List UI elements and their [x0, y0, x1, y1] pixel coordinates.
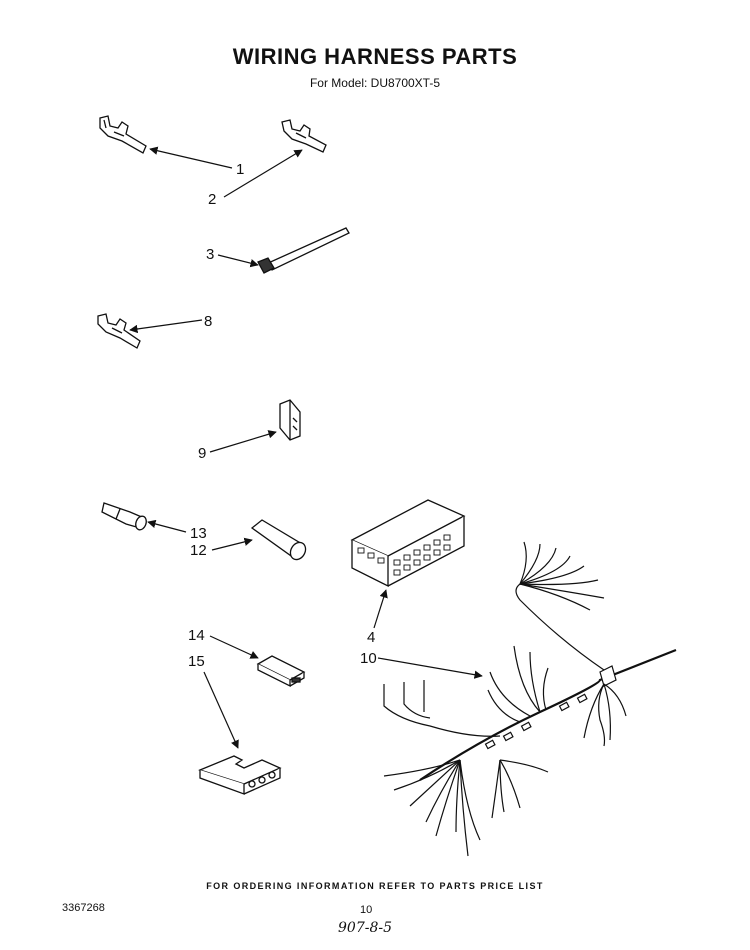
leader-13	[147, 519, 187, 533]
part-8-terminal	[97, 313, 141, 349]
leader-12	[211, 537, 253, 551]
part-3-cable-tie	[257, 227, 350, 274]
callout-9: 9	[198, 445, 206, 462]
part-2-terminal	[281, 119, 327, 153]
part-10-wiring-harness	[383, 541, 677, 857]
callout-10: 10	[360, 650, 377, 667]
part-14-small-connector	[256, 655, 306, 688]
part-4-connector-housing	[350, 499, 466, 588]
model-label: For Model: DU8700XT-5	[309, 76, 441, 90]
callout-15: 15	[188, 653, 205, 670]
callout-3: 3	[206, 246, 214, 263]
part-13-sleeve	[101, 502, 147, 531]
page-number: 10	[360, 904, 373, 916]
leader-9	[209, 430, 277, 453]
part-9-connector-block	[279, 399, 301, 441]
callout-12: 12	[190, 542, 207, 559]
handwritten-note: 907-8-5	[338, 920, 392, 936]
leader-15	[203, 671, 239, 749]
leader-10	[377, 657, 483, 679]
page-title: WIRING HARNESS PARTS	[232, 44, 518, 69]
leader-14	[209, 635, 259, 659]
part-1-terminal	[99, 115, 147, 154]
leader-1	[149, 146, 233, 169]
ordering-note: FOR ORDERING INFORMATION REFER TO PARTS …	[206, 881, 544, 891]
callout-2: 2	[208, 191, 216, 208]
leader-2	[223, 149, 303, 198]
callout-1: 1	[236, 161, 244, 178]
callout-8: 8	[204, 313, 212, 330]
part-15-connector-housing	[198, 755, 282, 795]
callout-13: 13	[190, 525, 207, 542]
leader-3	[217, 254, 259, 268]
callout-4: 4	[367, 629, 375, 646]
callout-14: 14	[188, 627, 205, 644]
leader-4	[373, 589, 388, 629]
document-number: 3367268	[62, 902, 105, 914]
leader-8	[129, 319, 203, 334]
leader-arrows	[129, 146, 483, 749]
part-12-sleeve	[250, 519, 307, 561]
